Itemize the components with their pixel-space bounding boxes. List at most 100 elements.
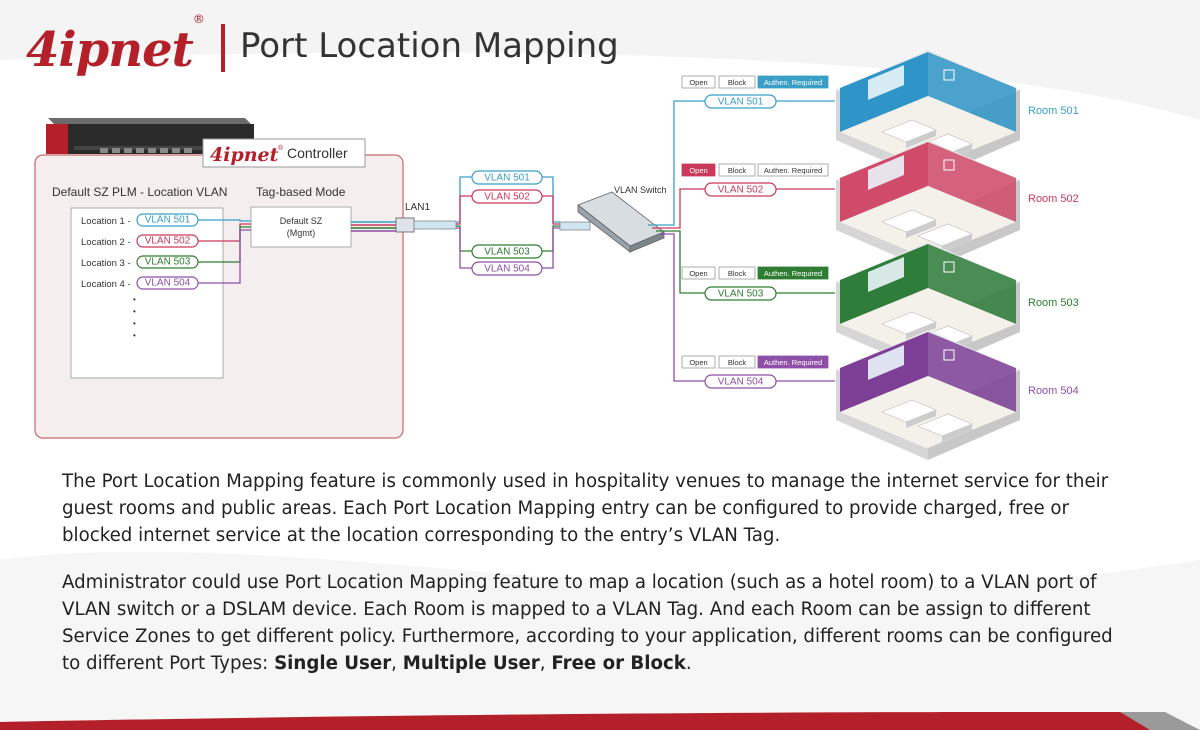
trunk-vlan-tag: VLAN 502 xyxy=(471,189,543,204)
port-type-button[interactable]: Authen. Required xyxy=(757,163,829,177)
location-vlan-tag: VLAN 504 xyxy=(136,276,199,290)
lan1-port-icon xyxy=(395,217,415,233)
room-vlan-tag: VLAN 503 xyxy=(704,286,777,301)
svg-text:Authen. Required: Authen. Required xyxy=(764,358,822,367)
svg-text:Block: Block xyxy=(728,78,747,87)
svg-text:Authen. Required: Authen. Required xyxy=(764,269,822,278)
lan1-label: LAN1 xyxy=(405,202,430,213)
trunk-vlan-tag: VLAN 504 xyxy=(471,261,543,276)
location-label: Location 3 - xyxy=(81,258,131,269)
svg-text:VLAN 503: VLAN 503 xyxy=(145,257,191,268)
room-illustrations xyxy=(836,50,1020,460)
port-type-button[interactable]: Open xyxy=(681,355,716,369)
controller-label-box xyxy=(202,138,366,168)
port-type-button[interactable]: Authen. Required xyxy=(757,355,829,369)
controller-logo-reg: ® xyxy=(278,144,284,152)
svg-text:Open: Open xyxy=(689,78,707,87)
port-type-button[interactable]: Authen. Required xyxy=(757,266,829,280)
svg-text:Open: Open xyxy=(689,358,707,367)
room-illustration xyxy=(836,140,1020,270)
room-line xyxy=(656,230,835,294)
svg-text:VLAN 501: VLAN 501 xyxy=(718,97,764,108)
svg-text:Open: Open xyxy=(689,269,707,278)
cable-icon xyxy=(413,220,457,230)
svg-text:VLAN 501: VLAN 501 xyxy=(145,215,191,226)
footer-bar xyxy=(0,712,1200,730)
room-illustration xyxy=(836,330,1020,460)
controller-label: Controller xyxy=(287,145,348,161)
svg-text:Block: Block xyxy=(728,269,747,278)
svg-text:VLAN 504: VLAN 504 xyxy=(718,377,764,388)
port-type-single: Single User xyxy=(274,653,392,674)
svg-text:VLAN 504: VLAN 504 xyxy=(484,264,530,275)
mgmt-label: (Mgmt) xyxy=(287,228,316,238)
description: The Port Location Mapping feature is com… xyxy=(62,468,1122,697)
svg-text:•: • xyxy=(133,319,136,328)
port-type-button[interactable]: Block xyxy=(718,266,756,280)
switch-cable-icon xyxy=(559,221,591,231)
location-list-panel xyxy=(70,207,224,379)
port-type-button[interactable]: Open xyxy=(681,75,716,89)
default-sz-box xyxy=(250,206,352,248)
svg-text:•: • xyxy=(133,331,136,340)
room-line xyxy=(648,100,835,226)
svg-text:Open: Open xyxy=(689,166,707,175)
svg-text:Block: Block xyxy=(728,166,747,175)
location-vlan-tag: VLAN 502 xyxy=(136,234,199,248)
port-type-multiple: Multiple User xyxy=(402,653,540,674)
plm-title: Default SZ PLM - Location VLAN xyxy=(52,185,227,199)
svg-text:VLAN 502: VLAN 502 xyxy=(145,236,191,247)
trunk-vlan-tag: VLAN 503 xyxy=(471,244,543,259)
location-vlan-tag: VLAN 503 xyxy=(136,255,199,269)
svg-text:Authen. Required: Authen. Required xyxy=(764,166,822,175)
port-type-button[interactable]: Block xyxy=(718,355,756,369)
room-vlan-tag: VLAN 504 xyxy=(704,374,777,389)
location-line xyxy=(198,229,251,284)
header: 4ipnet® Port Location Mapping xyxy=(0,12,700,78)
room-name-label: Room 504 xyxy=(1028,385,1079,397)
room-name-label: Room 503 xyxy=(1028,297,1079,309)
svg-text:VLAN 504: VLAN 504 xyxy=(145,278,191,289)
vlan-switch-label: VLAN Switch xyxy=(614,185,667,195)
controller-logo: 4ipnet xyxy=(210,144,279,166)
room-vlan-tag: VLAN 502 xyxy=(704,182,777,197)
default-sz-label: Default SZ xyxy=(280,216,323,226)
port-type-button[interactable]: Open xyxy=(681,163,716,177)
location-label: Location 1 - xyxy=(81,216,131,227)
svg-text:•: • xyxy=(133,307,136,316)
description-paragraph-1: The Port Location Mapping feature is com… xyxy=(62,471,1109,546)
trunk-lines-inner xyxy=(351,221,396,232)
title-divider xyxy=(221,24,225,72)
mode-title: Tag-based Mode xyxy=(256,185,346,199)
port-type-free-block: Free or Block xyxy=(551,653,686,674)
location-vlan-tag: VLAN 501 xyxy=(136,213,199,227)
svg-text:•: • xyxy=(133,295,136,304)
location-dots: • • • • xyxy=(133,295,136,340)
page-title: Port Location Mapping xyxy=(240,26,619,66)
network-diagram: 4ipnet ® Controller Default SZ PLM - Loc… xyxy=(34,50,1079,460)
room-name-label: Room 502 xyxy=(1028,193,1079,205)
location-line xyxy=(198,219,251,222)
svg-text:VLAN 502: VLAN 502 xyxy=(718,185,764,196)
svg-text:Block: Block xyxy=(728,358,747,367)
brand-logo: 4ipnet® xyxy=(26,12,205,78)
svg-text:VLAN 502: VLAN 502 xyxy=(484,192,530,203)
svg-text:VLAN 503: VLAN 503 xyxy=(718,289,764,300)
room-name-label: Room 501 xyxy=(1028,105,1079,117)
port-type-button[interactable]: Authen. Required xyxy=(757,75,829,89)
location-label: Location 2 - xyxy=(81,237,131,248)
trunk-vlan-tag: VLAN 501 xyxy=(471,170,543,185)
port-type-button[interactable]: Block xyxy=(718,163,756,177)
svg-text:VLAN 501: VLAN 501 xyxy=(484,173,530,184)
svg-text:Authen. Required: Authen. Required xyxy=(764,78,822,87)
port-type-button[interactable]: Block xyxy=(718,75,756,89)
port-type-button[interactable]: Open xyxy=(681,266,716,280)
svg-text:VLAN 503: VLAN 503 xyxy=(484,247,530,258)
vlan-switch-icon xyxy=(577,191,665,253)
location-label: Location 4 - xyxy=(81,279,131,290)
description-paragraph-2: Administrator could use Port Location Ma… xyxy=(62,572,1113,674)
